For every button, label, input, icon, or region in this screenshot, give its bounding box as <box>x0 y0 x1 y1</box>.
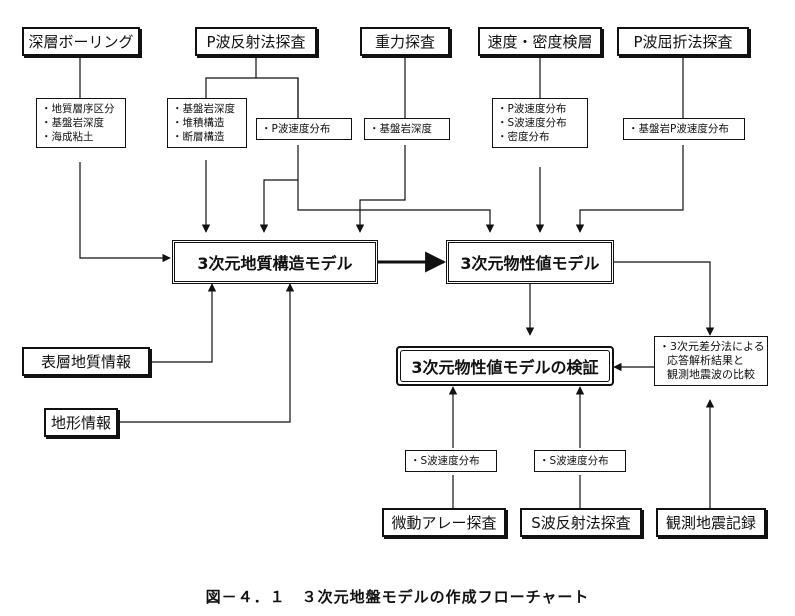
note-boring: ・地質層序区分・基盤岩深度・海成粘土 <box>36 98 126 148</box>
note-refraction: ・基盤岩P波速度分布 <box>623 118 745 140</box>
source-velocity-density-logging: 速度・密度検層 <box>478 27 602 56</box>
arrow-reflection-p-to-geology <box>259 145 299 233</box>
arrow-refraction-to-property <box>575 145 684 233</box>
arrow-reflection-to-property <box>297 180 495 233</box>
note-reflection-structure: ・基盤岩深度・堆積構造・断層構造 <box>167 98 247 148</box>
source-p-reflection: P波反射法探査 <box>195 27 317 56</box>
note-s-reflection-s: ・S波速度分布 <box>534 450 626 472</box>
arrow-property-to-comparison <box>614 261 715 336</box>
source-topography: 地形情報 <box>44 408 118 437</box>
arrow-surface-to-geology <box>150 283 217 363</box>
model-property: 3次元物性値モデル <box>446 240 614 284</box>
model-geology: 3次元地質構造モデル <box>172 240 378 284</box>
source-microtremor: 微動アレー探査 <box>382 508 506 537</box>
source-gravity: 重力探査 <box>360 27 450 56</box>
note-microtremor-s: ・S波速度分布 <box>405 450 497 472</box>
note-reflection-p: ・P波速度分布 <box>256 118 352 140</box>
source-deep-boring: 深層ボーリング <box>22 27 140 56</box>
arrow-boring-to-geology <box>79 162 171 263</box>
source-p-refraction: P波屈折法探査 <box>617 27 749 56</box>
figure-caption: 図－４．１ ３次元地盤モデルの作成フローチャート <box>205 588 590 606</box>
model-verification-label: 3次元物性値モデルの検証 <box>411 358 599 377</box>
note-gravity: ・基盤岩深度 <box>364 118 450 140</box>
model-verification: 3次元物性値モデルの検証 <box>396 346 614 386</box>
note-logging: ・P波速度分布・S波速度分布・密度分布 <box>492 98 588 148</box>
arrow-gravity-to-geology <box>355 145 406 233</box>
model-property-label: 3次元物性値モデル <box>460 254 600 273</box>
arrow-topography-to-geology <box>118 283 295 423</box>
source-seismic-records: 観測地震記録 <box>656 508 766 537</box>
source-surface-geology: 表層地質情報 <box>22 347 150 376</box>
note-comparison: ・3次元差分法による 応答解析結果と 観測地震波の比較 <box>654 336 768 386</box>
source-s-reflection: S波反射法探査 <box>520 508 642 537</box>
model-geology-label: 3次元地質構造モデル <box>197 254 353 273</box>
